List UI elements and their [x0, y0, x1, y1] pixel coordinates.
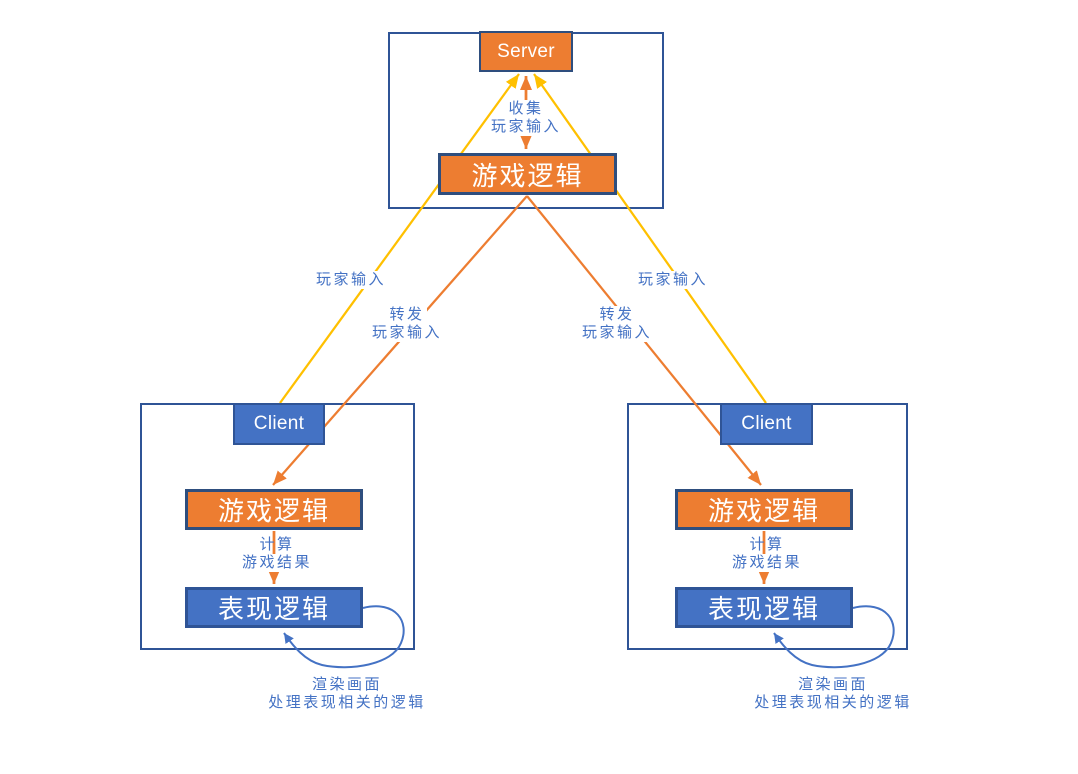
forward-input-label-left: 转发 玩家输入: [369, 306, 445, 342]
server-game-logic-box: 游戏逻辑: [438, 153, 617, 195]
render-loop-right: [773, 605, 895, 669]
client-left-title-text: Client: [253, 413, 305, 434]
compute-result-label-right: 计算 游戏结果: [729, 536, 805, 572]
player-input-label-right: 玩家输入: [635, 271, 711, 289]
render-loop-left: [283, 605, 405, 669]
server-title-box: Server: [479, 31, 573, 72]
client-left-title-box: Client: [233, 403, 325, 445]
client-right-title-text: Client: [741, 413, 792, 434]
collect-input-label: 收集 玩家输入: [488, 100, 564, 136]
client-right-game-logic-text: 游戏逻辑: [707, 496, 820, 526]
player-input-label-left: 玩家输入: [313, 271, 389, 289]
client-left-presentation-logic-text: 表现逻辑: [217, 594, 330, 624]
client-right-game-logic-box: 游戏逻辑: [675, 489, 853, 530]
server-title-text: Server: [497, 40, 555, 62]
compute-result-label-left: 计算 游戏结果: [239, 536, 315, 572]
player-input-line-right: [533, 73, 767, 404]
render-loop-label-left: 渲染画面 处理表现相关的逻辑: [268, 676, 426, 711]
client-right-presentation-logic-box: 表现逻辑: [675, 587, 853, 628]
client-left-presentation-logic-box: 表现逻辑: [185, 587, 363, 628]
player-input-line-left: [279, 73, 520, 404]
client-right-title-box: Client: [720, 403, 813, 445]
client-left-game-logic-text: 游戏逻辑: [217, 496, 330, 526]
collect-input-label-line1: 收集: [506, 100, 546, 118]
client-left-game-logic-box: 游戏逻辑: [185, 489, 363, 530]
render-loop-label-right: 渲染画面 处理表现相关的逻辑: [754, 676, 912, 711]
server-game-logic-text: 游戏逻辑: [471, 160, 584, 191]
client-right-presentation-logic-text: 表现逻辑: [707, 594, 820, 624]
forward-input-label-right: 转发 玩家输入: [579, 306, 655, 342]
collect-input-label-line2: 玩家输入: [488, 118, 564, 136]
